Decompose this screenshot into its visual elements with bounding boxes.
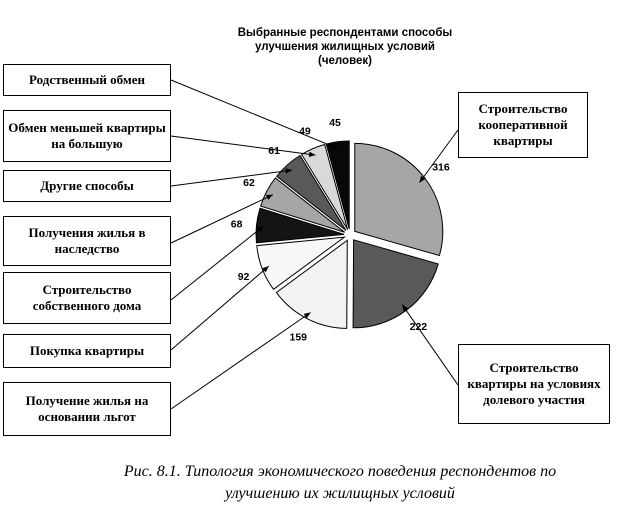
legend-label-benefits: Получение жилья на основании льгот bbox=[3, 382, 171, 436]
leader-line-inheritance bbox=[170, 194, 274, 244]
legend-label-cooperative: Строительство кооперативной квартиры bbox=[458, 92, 588, 158]
figure-caption-line-1: Рис. 8.1. Типология экономического повед… bbox=[123, 463, 557, 480]
chart-title-line-1: Выбранные респондентами способы bbox=[237, 27, 453, 39]
chart-title-line-2: улучшения жилищных условий bbox=[255, 41, 435, 53]
leader-arrow-own-house bbox=[256, 226, 264, 233]
pie-slice-shared-construction bbox=[352, 239, 439, 329]
chart-title-line-3: (человек) bbox=[318, 55, 372, 67]
pie-slice-benefits bbox=[275, 239, 348, 329]
leader-line-exchange-bigger bbox=[170, 135, 316, 156]
leader-arrow-purchase bbox=[262, 266, 269, 273]
leader-arrow-shared-construction bbox=[402, 304, 409, 312]
legend-label-shared-construction: Строительство квартиры на условиях долев… bbox=[458, 344, 610, 424]
value-label-purchase: 92 bbox=[238, 271, 250, 283]
value-label-own-house: 68 bbox=[231, 218, 243, 230]
leader-line-purchase bbox=[170, 265, 270, 351]
legend-label-inheritance: Получения жилья в наследство bbox=[3, 216, 171, 266]
legend-label-relative-exchange: Родственный обмен bbox=[3, 64, 171, 96]
value-label-other: 61 bbox=[268, 145, 280, 157]
leader-line-own-house bbox=[170, 225, 264, 301]
leader-line-relative-exchange bbox=[170, 79, 339, 150]
pie-slice-own-house bbox=[255, 207, 345, 244]
pie-slice-purchase bbox=[256, 236, 347, 291]
leader-arrow-benefits bbox=[303, 312, 311, 319]
pie-slice-cooperative bbox=[354, 142, 444, 257]
leader-arrow-exchange-bigger bbox=[308, 151, 316, 157]
pie-slice-exchange-bigger bbox=[300, 143, 349, 230]
leader-arrow-other bbox=[285, 168, 293, 174]
leader-line-benefits bbox=[170, 312, 311, 410]
value-label-benefits: 159 bbox=[290, 332, 308, 344]
value-label-cooperative: 316 bbox=[432, 161, 450, 173]
legend-label-exchange-bigger: Обмен меньшей квартиры на большую bbox=[3, 110, 171, 162]
leader-line-other bbox=[170, 169, 293, 187]
value-label-inheritance: 62 bbox=[243, 177, 255, 189]
pie-slice-inheritance bbox=[260, 177, 345, 233]
value-label-shared-construction: 222 bbox=[410, 321, 428, 333]
leader-line-cooperative bbox=[419, 129, 459, 183]
legend-label-own-house: Строительство собственного дома bbox=[3, 272, 171, 324]
leader-arrow-inheritance bbox=[265, 194, 273, 200]
value-label-exchange-bigger: 49 bbox=[299, 125, 311, 137]
pie-slice-other bbox=[276, 154, 347, 231]
figure-caption-line-2: улучшению их жилищных условий bbox=[225, 485, 455, 502]
leader-arrow-cooperative bbox=[419, 175, 426, 183]
legend-label-purchase: Покупка квартиры bbox=[3, 334, 171, 368]
leader-line-shared-construction bbox=[401, 304, 459, 386]
legend-label-other: Другие способы bbox=[3, 170, 171, 202]
value-label-relative-exchange: 45 bbox=[329, 117, 341, 129]
leader-arrow-relative-exchange bbox=[331, 143, 339, 149]
